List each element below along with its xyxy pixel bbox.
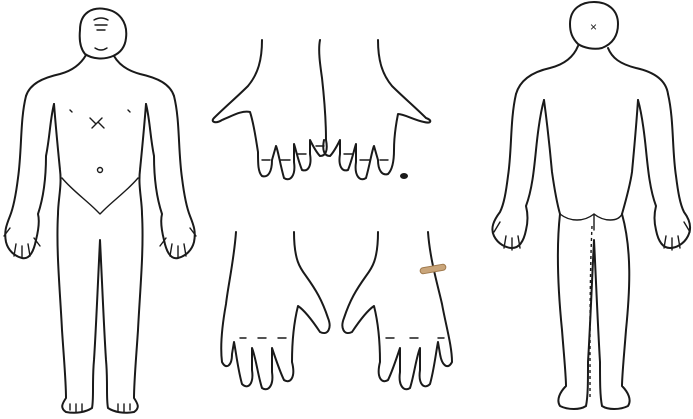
hands-top-view — [213, 40, 431, 179]
head-mark-x: × — [590, 20, 597, 34]
back-right-arm — [638, 94, 690, 248]
bottom-left-hand — [221, 232, 329, 389]
top-right-nail-mark — [400, 173, 408, 179]
front-toes — [70, 404, 130, 412]
body-front-view — [4, 9, 196, 413]
hands-bottom-view — [221, 232, 452, 389]
front-groin-line — [62, 178, 138, 214]
front-left-arm — [5, 96, 54, 258]
back-left-arm — [492, 94, 544, 248]
front-neck-shoulders — [26, 55, 174, 96]
front-chest-detail — [70, 110, 130, 128]
back-torso — [544, 100, 638, 214]
back-neck-shoulders — [516, 46, 668, 94]
body-back-view: × — [492, 2, 690, 409]
bottom-right-hand — [342, 232, 452, 389]
back-legs — [558, 214, 630, 409]
front-right-arm — [146, 96, 195, 258]
top-left-hand — [213, 40, 327, 179]
top-right-hand — [323, 40, 430, 179]
front-legs — [57, 214, 142, 413]
front-head — [80, 9, 127, 59]
back-left-fingers — [494, 222, 520, 250]
top-right-knuckles — [344, 154, 388, 160]
front-face-features — [94, 18, 108, 50]
back-buttocks — [560, 214, 622, 230]
front-navel — [98, 168, 103, 173]
